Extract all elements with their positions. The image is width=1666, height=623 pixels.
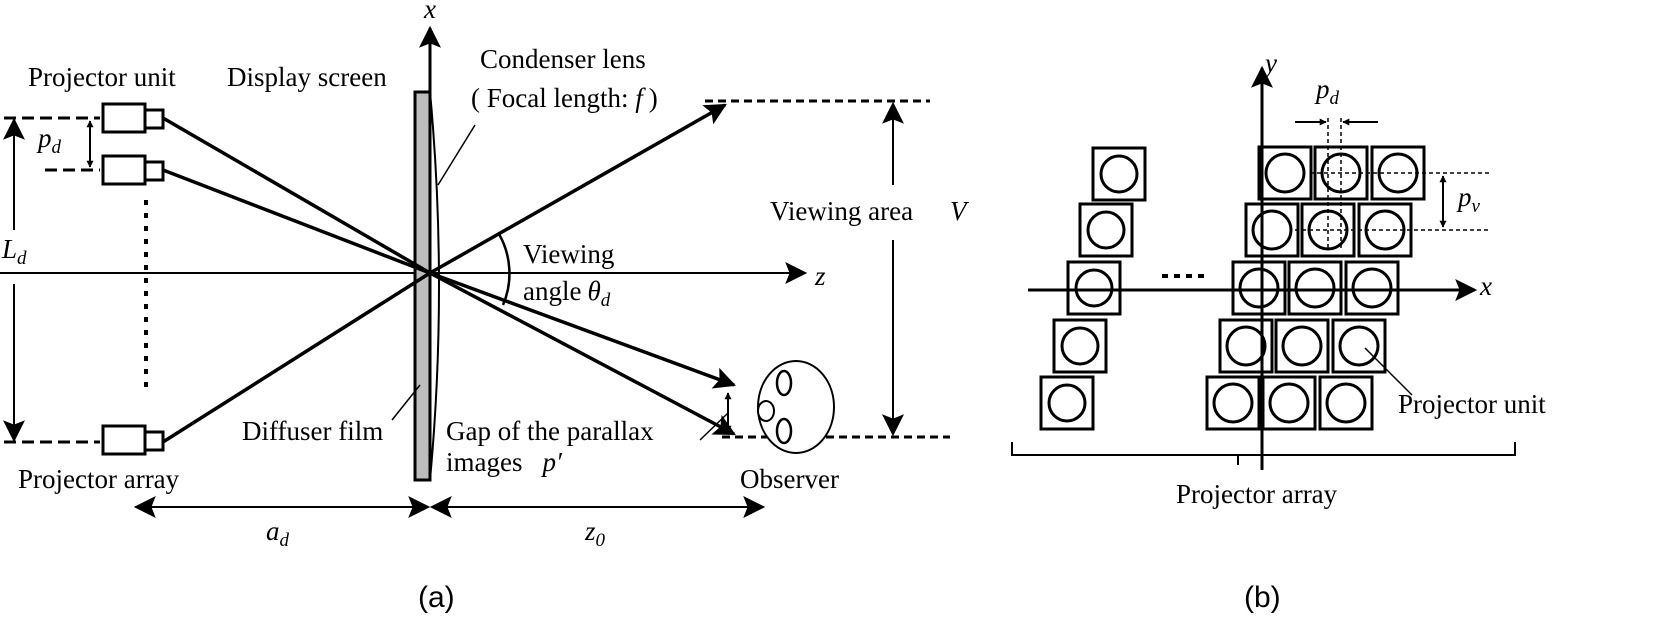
projector-unit-label: Projector unit <box>28 62 176 92</box>
projector-unit-top <box>101 102 165 134</box>
ray-bottom <box>162 271 431 444</box>
panel-a-caption: (a) <box>418 581 455 614</box>
axis-z-label: z <box>814 261 826 291</box>
ray-out-low <box>429 271 736 436</box>
condenser-lens <box>429 91 440 481</box>
axis-x-label: x <box>423 0 436 24</box>
b-axis-x-label: x <box>1479 271 1492 301</box>
projector-unit-second <box>101 154 165 186</box>
focal-length-label: ( Focal length: f) <box>471 83 658 113</box>
ray-out-mid <box>429 271 737 389</box>
panel-b: y x pd pv Projector unit Projector array… <box>1011 48 1546 614</box>
lens-label-leader <box>437 124 476 186</box>
ray-second <box>162 168 431 275</box>
b-axis-y-label: y <box>1262 48 1277 78</box>
parallax-gap-leader <box>699 412 729 441</box>
projector-unit-bottom <box>101 424 165 456</box>
projector-unit-leader <box>1364 347 1413 396</box>
b-projector-array-label: Projector array <box>1176 479 1338 509</box>
viewing-area-symbol: V <box>950 196 970 226</box>
ray-out-up <box>429 103 727 275</box>
b-pv-label: pv <box>1456 182 1481 217</box>
diffuser-label-leader <box>391 384 421 421</box>
observer-label: Observer <box>740 464 839 494</box>
display-screen <box>413 90 432 482</box>
viewing-area-label: Viewing area <box>770 196 913 226</box>
panel-a: x z Projector unit Display screen Conden… <box>0 0 970 614</box>
condenser-lens-label: Condenser lens <box>480 44 646 74</box>
b-projector-unit-label: Projector unit <box>1398 389 1546 419</box>
viewing-label: Viewing <box>523 239 614 269</box>
ad-label: ad <box>266 516 290 551</box>
viewing-angle-arc <box>497 233 511 306</box>
right-block-units <box>1205 145 1426 431</box>
z0-label: z0 <box>584 516 606 551</box>
diffuser-film-label: Diffuser film <box>242 416 383 446</box>
projector-array-brace <box>1011 442 1516 465</box>
projector-array-label: Projector array <box>18 464 180 494</box>
ray-top <box>162 116 431 275</box>
b-pd-label: pd <box>1314 74 1340 109</box>
ld-label: Ld <box>1 234 27 269</box>
observer-head <box>757 360 835 454</box>
panel-b-caption: (b) <box>1244 581 1281 614</box>
left-column-units <box>1039 146 1147 431</box>
pd-label: pd <box>36 123 62 158</box>
gap-label-line1: Gap of the parallax <box>446 416 654 446</box>
display-screen-label: Display screen <box>227 62 387 92</box>
